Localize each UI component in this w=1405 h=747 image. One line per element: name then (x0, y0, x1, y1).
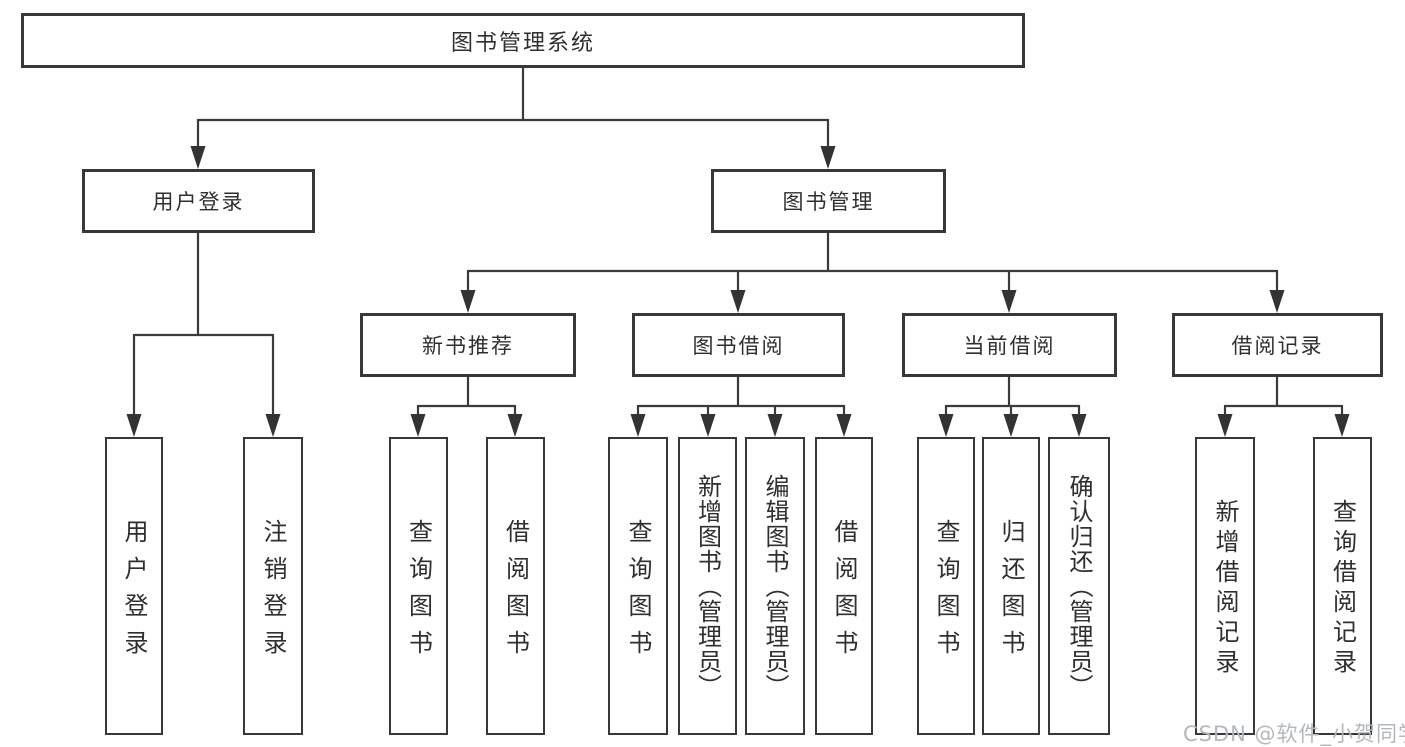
leaf-borrow-books: 借阅图书 (815, 437, 873, 735)
node-current-borrowing: 当前借阅 (902, 313, 1117, 377)
arrowhead-down-icon (1269, 290, 1285, 313)
node-label: 借阅记录 (1231, 334, 1324, 358)
book-borrow-children-bus (636, 377, 846, 420)
borrow-record-children-bus (1223, 377, 1344, 420)
leaf-add-book-admin: 新增图书（管理员） (678, 437, 737, 735)
node-label: 查询图书 (404, 518, 433, 667)
node-label: 借阅图书 (830, 518, 858, 667)
book-mgmt-children-bus (466, 233, 1279, 295)
arrowhead-down-icon (1071, 414, 1087, 437)
leaf-user-login: 用户登录 (105, 437, 163, 735)
arrowhead-down-icon (938, 414, 954, 437)
node-new-book-recommend: 新书推荐 (360, 313, 576, 377)
leaf-confirm-return-admin: 确认归还（管理员） (1048, 437, 1110, 735)
node-label: 图书管理系统 (450, 30, 595, 56)
node-label: 用户登录 (120, 518, 148, 667)
arrowhead-down-icon (190, 146, 206, 169)
arrowhead-down-icon (1001, 290, 1017, 313)
csdn-watermark: CSDN @软件_小贺同学 (1183, 722, 1405, 746)
node-label: 编辑图书（管理员） (761, 474, 789, 699)
node-book-borrowing: 图书借阅 (632, 313, 845, 377)
node-label: 查询图书 (624, 518, 652, 667)
leaf-query-books: 查询图书 (389, 437, 448, 735)
user-login-children-bus (132, 233, 275, 420)
leaf-query-books: 查询图书 (917, 437, 975, 735)
arrowheads (126, 146, 1350, 437)
node-label: 当前借阅 (963, 334, 1056, 358)
node-label: 归还图书 (997, 518, 1025, 667)
leaf-query-books: 查询图书 (608, 437, 668, 735)
node-library-management-system: 图书管理系统 (21, 13, 1025, 68)
node-user-login-branch: 用户登录 (82, 169, 315, 233)
arrowhead-down-icon (460, 290, 476, 313)
node-label: 查询图书 (932, 518, 960, 667)
arrowhead-down-icon (265, 414, 281, 437)
level2-bus-line (196, 118, 830, 150)
arrowhead-down-icon (730, 290, 746, 313)
leaf-edit-book-admin: 编辑图书（管理员） (745, 437, 805, 735)
arrowhead-down-icon (507, 414, 523, 437)
leaf-return-books: 归还图书 (982, 437, 1040, 735)
leaf-borrow-books: 借阅图书 (486, 437, 545, 735)
node-book-management-branch: 图书管理 (711, 169, 946, 233)
node-label: 新增借阅记录 (1211, 499, 1239, 679)
arrowhead-down-icon (1003, 414, 1019, 437)
node-label: 注销登录 (259, 518, 287, 667)
node-label: 新书推荐 (422, 334, 514, 358)
arrowhead-down-icon (820, 146, 836, 169)
node-label: 图书管理 (782, 190, 875, 214)
arrowhead-down-icon (126, 414, 142, 437)
leaf-query-borrow-record: 查询借阅记录 (1313, 437, 1372, 735)
arrowhead-down-icon (700, 414, 716, 437)
leaf-logout: 注销登录 (243, 437, 303, 735)
node-label: 用户登录 (152, 190, 245, 214)
leaf-add-borrow-record: 新增借阅记录 (1195, 437, 1255, 735)
node-label: 新增图书（管理员） (693, 474, 722, 699)
node-label: 借阅图书 (501, 518, 530, 667)
arrowhead-down-icon (630, 414, 646, 437)
new-book-children-bus (416, 377, 517, 420)
arrowhead-down-icon (1217, 414, 1233, 437)
node-label: 图书借阅 (692, 334, 785, 358)
node-label: 确认归还（管理员） (1065, 474, 1093, 699)
arrowhead-down-icon (836, 414, 852, 437)
arrowhead-down-icon (767, 414, 783, 437)
arrowhead-down-icon (1334, 414, 1350, 437)
arrowhead-down-icon (410, 414, 426, 437)
tree-connector-lines (132, 68, 1344, 420)
node-borrowing-records: 借阅记录 (1172, 313, 1383, 377)
node-label: 查询借阅记录 (1328, 499, 1357, 679)
current-borrow-children-bus (944, 377, 1081, 420)
